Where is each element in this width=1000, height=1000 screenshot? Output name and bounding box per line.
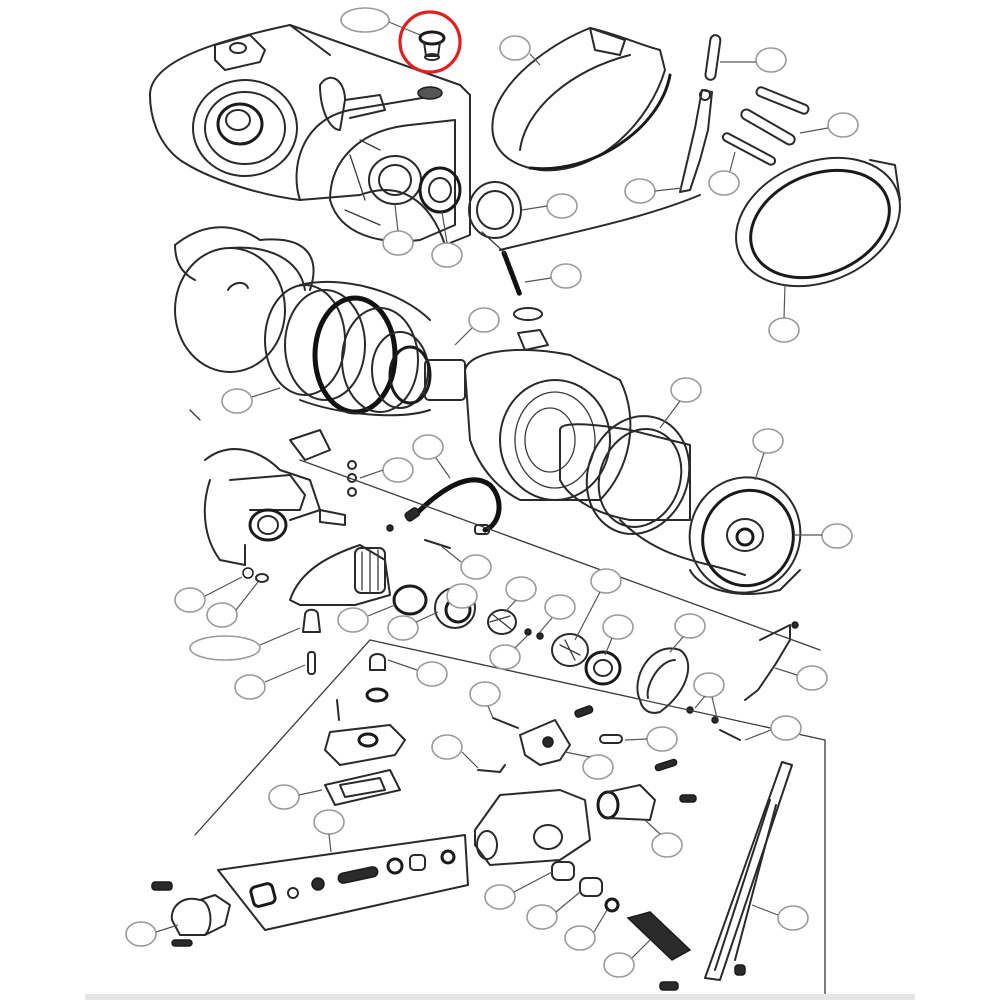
callout xyxy=(382,230,414,256)
caliper-hose-assembly xyxy=(203,429,799,741)
callout xyxy=(603,952,635,978)
callout xyxy=(221,388,253,414)
callout xyxy=(651,832,683,858)
callout xyxy=(546,193,578,219)
assembly-boundary-lines xyxy=(189,409,826,996)
callout xyxy=(674,613,706,639)
callout xyxy=(564,925,596,951)
callout xyxy=(550,263,582,289)
callout xyxy=(768,317,800,343)
callout xyxy=(755,47,787,73)
callout xyxy=(489,644,521,670)
callout xyxy=(268,784,300,810)
callout xyxy=(827,112,859,138)
callout xyxy=(796,665,828,691)
callout xyxy=(382,457,414,483)
callout xyxy=(387,615,419,641)
callout-bubbles xyxy=(125,7,859,978)
breather-cap-part xyxy=(418,30,446,61)
callout xyxy=(582,754,614,780)
callout xyxy=(670,377,702,403)
callout xyxy=(544,594,576,620)
callout xyxy=(234,674,266,700)
callout xyxy=(505,576,537,602)
callout xyxy=(125,921,157,947)
callout xyxy=(590,568,622,594)
callout xyxy=(469,681,501,707)
gear-housing xyxy=(149,24,522,246)
callout xyxy=(460,554,492,580)
callout xyxy=(821,523,853,549)
callout xyxy=(777,905,809,931)
callout xyxy=(412,434,444,460)
callout xyxy=(431,734,463,760)
operating-lever xyxy=(659,761,793,991)
callout xyxy=(416,661,448,687)
callout xyxy=(499,35,531,61)
callout xyxy=(337,607,369,633)
bottom-scroll-bar xyxy=(85,994,915,1000)
drum-shaft-assembly xyxy=(174,226,802,595)
callout xyxy=(174,587,206,613)
callout xyxy=(646,726,678,752)
callout xyxy=(624,178,656,204)
callout xyxy=(770,715,802,741)
callout xyxy=(526,904,558,930)
callout xyxy=(206,602,238,628)
callout xyxy=(468,307,500,333)
callout xyxy=(484,884,516,910)
brake-band-assembly xyxy=(481,27,901,351)
callout xyxy=(602,614,634,640)
callout xyxy=(752,428,784,454)
valve-body-assembly xyxy=(151,653,697,961)
callout xyxy=(693,672,725,698)
callout xyxy=(446,583,478,609)
callout xyxy=(189,635,261,661)
highlight-circle xyxy=(398,10,462,74)
callout xyxy=(340,7,390,33)
callout xyxy=(313,809,345,835)
callout xyxy=(431,242,463,268)
callout xyxy=(708,170,740,196)
